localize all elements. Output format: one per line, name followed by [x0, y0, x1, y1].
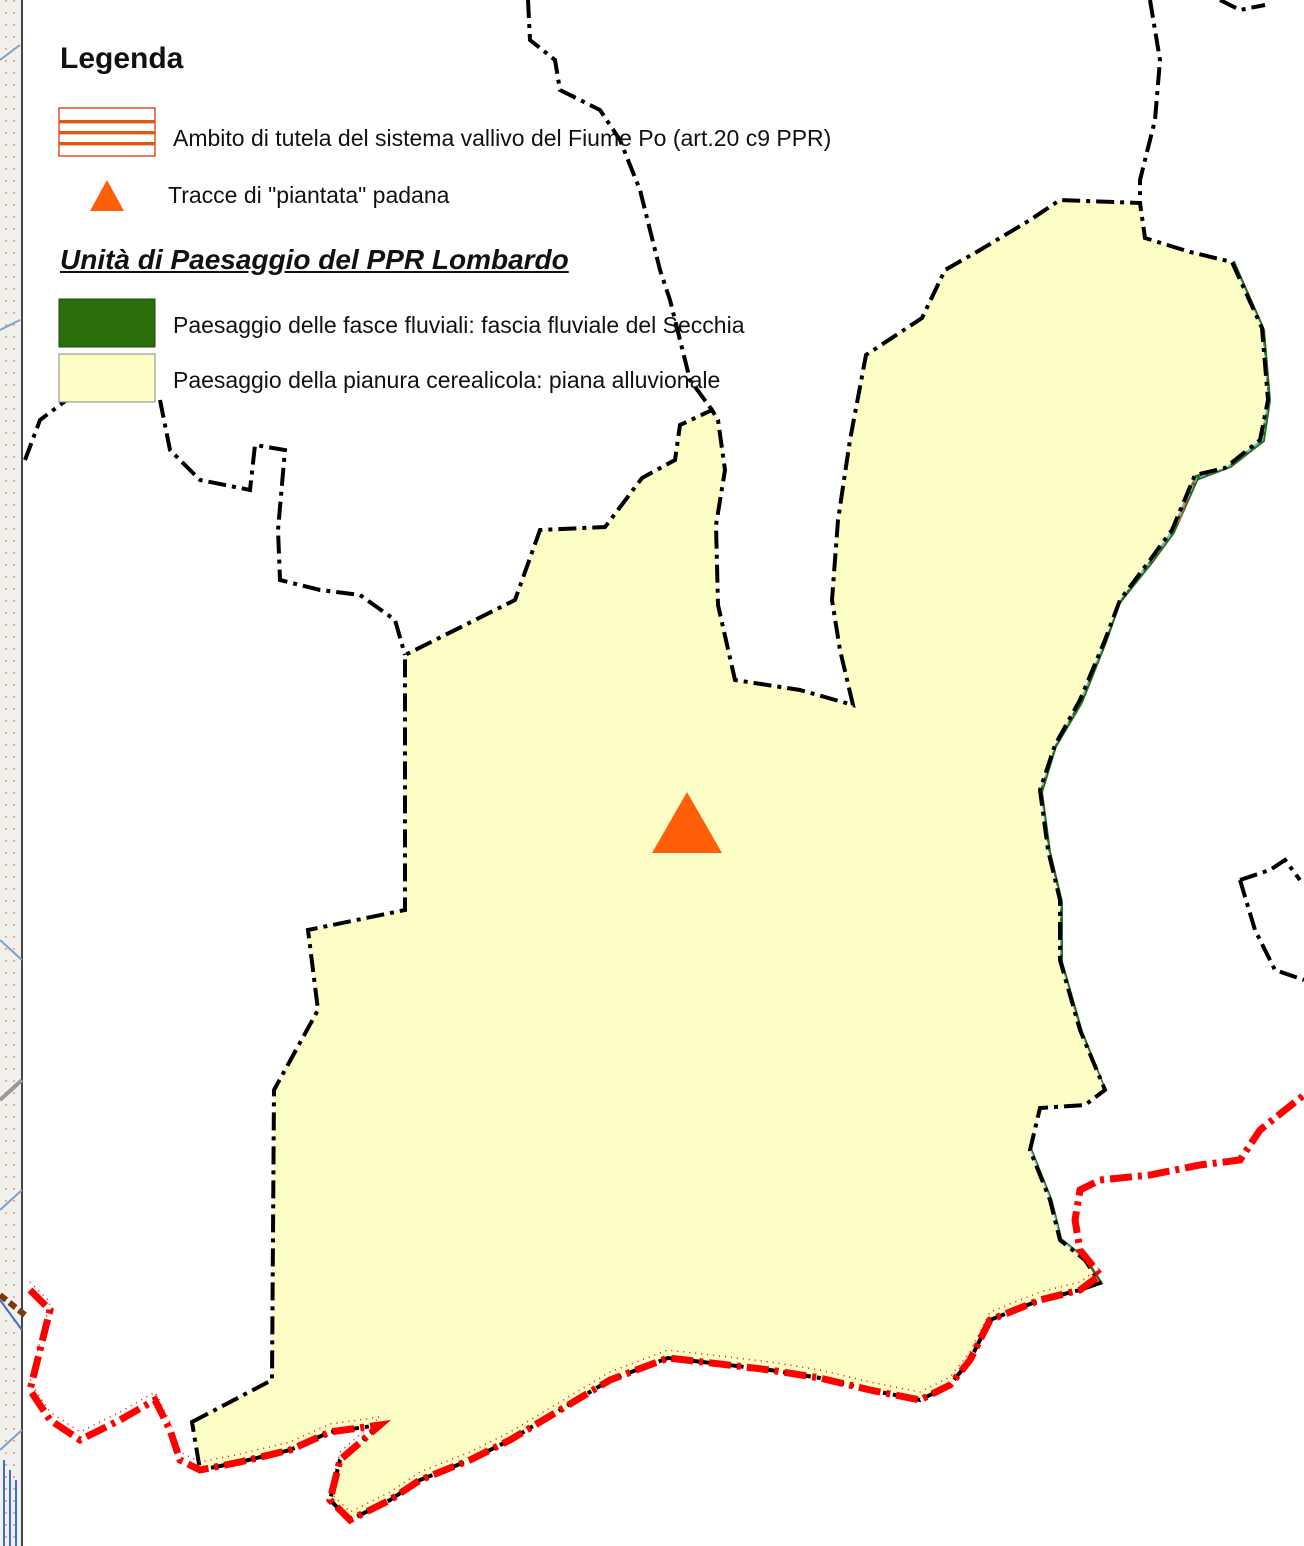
- legend-title: Legenda: [60, 42, 184, 75]
- legend-label-tutela: Ambito di tutela del sistema vallivo del…: [173, 125, 832, 151]
- legend-swatch-pianura: [58, 353, 156, 403]
- legend-label-piantata: Tracce di "piantata" padana: [168, 182, 450, 208]
- legend-label-pianura: Paesaggio della pianura cerealicola: pia…: [173, 367, 721, 393]
- piantata-triangle-marker: [652, 792, 722, 853]
- legend-swatch-tutela: [58, 107, 156, 157]
- left-edge-boundary: [0, 1292, 27, 1318]
- legend-triangle-icon: [90, 180, 124, 211]
- legend-section-title: Unità di Paesaggio del PPR Lombardo: [60, 244, 569, 275]
- municipal-boundaries: [23, 0, 1304, 1522]
- legend-swatch-secchia: [58, 298, 156, 348]
- left-map-frame: [0, 0, 24, 1546]
- legend-label-secchia: Paesaggio delle fasce fluviali: fascia f…: [173, 312, 745, 338]
- province-boundary: [26, 1092, 1304, 1525]
